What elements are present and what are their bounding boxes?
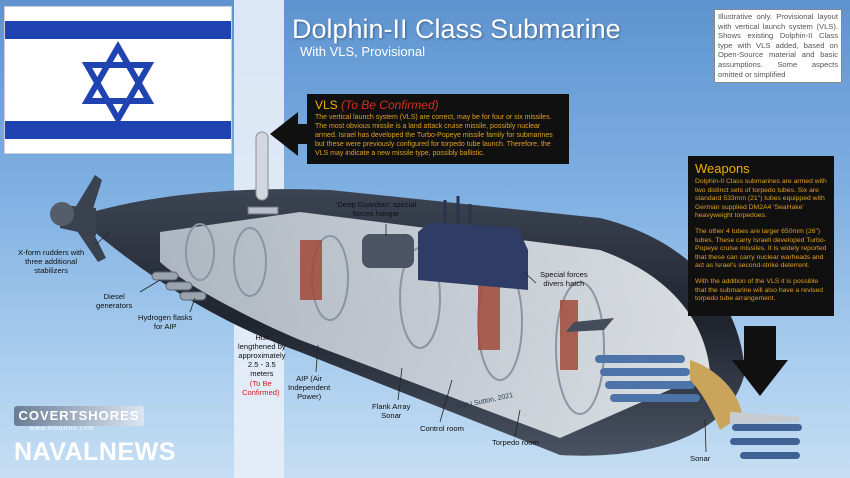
upper-rudder [75,175,102,212]
covertshores-logo: COVERTSHORES [14,406,144,426]
israel-flag [4,6,232,154]
masts [443,196,472,224]
weapons-heading: Weapons [695,161,750,176]
label-sonar: Sonar [690,454,711,463]
covertshores-url: www.hisutton.com [30,426,95,432]
vls-heading-note: (To Be Confirmed) [341,98,439,112]
label-torpedo-room: Torpedo room [492,438,539,447]
vls-missile [255,131,269,201]
label-flank-sonar: Flank Array Sonar [372,402,411,420]
weapons-paragraph-2: The other 4 tubes are larger 650mm (26")… [695,227,827,270]
bow-plane [566,318,614,332]
weapons-paragraph-3: With the addition of the VLS it is possi… [695,277,824,303]
label-control-room: Control room [420,424,464,433]
hydrogen-flasks [151,271,207,301]
propeller [50,202,74,226]
arrow-down-icon [732,326,788,396]
label-hull: Hull lengthened by approximately 2.5 - 3… [238,333,286,378]
page-subtitle: With VLS, Provisional [300,44,425,59]
vls-hatches [247,206,279,215]
flag-stripe-top [5,21,231,39]
label-rudders: X-form rudders with three additional sta… [18,248,85,275]
vls-info-box: VLS (To Be Confirmed) The vertical launc… [307,94,569,164]
vls-description: The vertical launch system (VLS) are cor… [315,114,553,157]
bulkheads [300,240,578,370]
weapons-info-box: Weapons Dolphin-II Class submarines are … [688,156,834,316]
label-divers-hatch: Special forces divers hatch [540,270,588,288]
cruise-missile [730,412,800,424]
label-hull-note: (To Be Confirmed) [242,379,280,397]
external-torpedoes [730,424,802,459]
vls-heading-text: VLS [315,98,338,112]
vls-heading: VLS (To Be Confirmed) [315,98,561,112]
cutaway-interior [160,212,710,438]
nose-sonar [690,360,742,430]
star-of-david-icon [81,40,155,126]
page-title: Dolphin-II Class Submarine [292,14,621,44]
weapons-paragraph-1: Dolphin-II Class submarines are armed wi… [695,178,827,220]
disclaimer-note: Illustrative only. Provisional layout wi… [714,9,842,83]
deep-guardian-hangar [362,234,414,268]
navalnews-logo: NAVALNEWS [14,438,176,466]
lower-rudder [75,228,106,262]
flag-stripe-bottom [5,121,231,139]
label-hydrogen: Hydrogen flasks for AIP [138,313,193,331]
label-diesel: Diesel generators [96,292,133,310]
conning-tower [418,222,528,290]
label-aip: AIP (Air Independent Power) [288,374,331,401]
leader-lines [94,224,707,453]
label-deep-guardian: 'Deep Guardian' special forces hangar [336,200,417,218]
torpedo-racks [595,355,700,402]
arrow-left-icon [270,112,316,156]
